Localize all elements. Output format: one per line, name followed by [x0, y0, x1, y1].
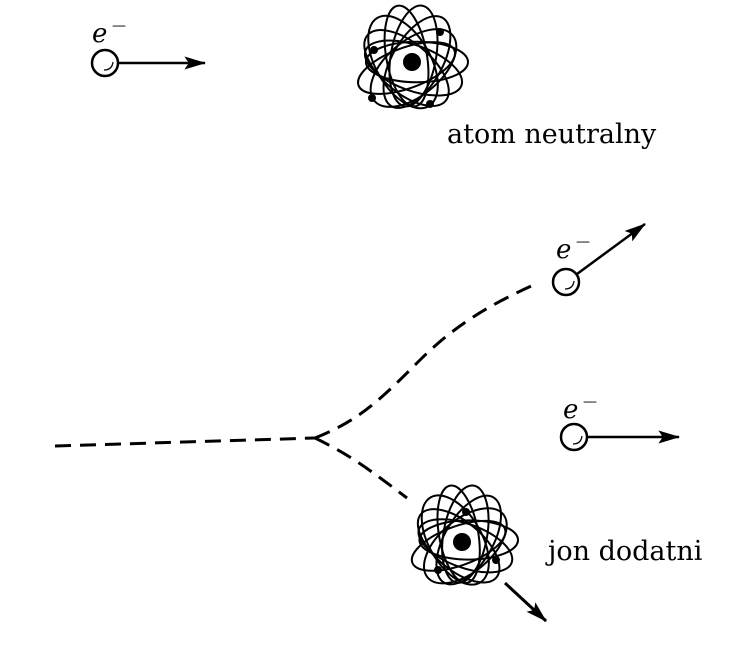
bound-electron — [368, 94, 376, 102]
electron-label: e — [563, 395, 578, 425]
incoming-trajectory — [54, 436, 316, 448]
electron-icon — [551, 267, 581, 297]
orbit — [422, 507, 508, 585]
bound-electron — [434, 566, 442, 574]
electron-charge: — — [583, 394, 597, 410]
electron-icon — [559, 422, 589, 452]
electron-charge: — — [112, 18, 126, 34]
orbit — [383, 4, 430, 108]
bound-electron — [426, 100, 434, 108]
neutral-atom-icon — [357, 4, 469, 110]
orbit — [357, 41, 456, 95]
electron-charge: — — [576, 234, 590, 250]
velocity-arrow — [576, 222, 646, 276]
bound-electron — [370, 46, 378, 54]
electron-label: e — [556, 235, 571, 265]
bound-electron — [462, 508, 470, 516]
scattered-electron: e — — [551, 222, 646, 297]
positive-ion-icon — [410, 484, 519, 586]
orbit — [410, 519, 507, 572]
ejected-electron: e — — [559, 394, 681, 452]
ion-trajectory — [314, 436, 408, 500]
nucleus — [453, 533, 471, 551]
electron-label: e — [92, 19, 107, 49]
bound-electron — [492, 556, 500, 564]
orbit — [436, 484, 481, 584]
neutral-atom-label: atom neutralny — [447, 119, 657, 150]
nucleus — [403, 53, 421, 71]
ion-velocity-arrow — [503, 581, 548, 623]
bound-electron — [436, 28, 444, 36]
electron-trajectory — [314, 281, 539, 440]
incoming-electron: e — — [90, 18, 207, 78]
positive-ion-label: jon dodatni — [545, 536, 703, 567]
electron-icon — [90, 48, 120, 78]
